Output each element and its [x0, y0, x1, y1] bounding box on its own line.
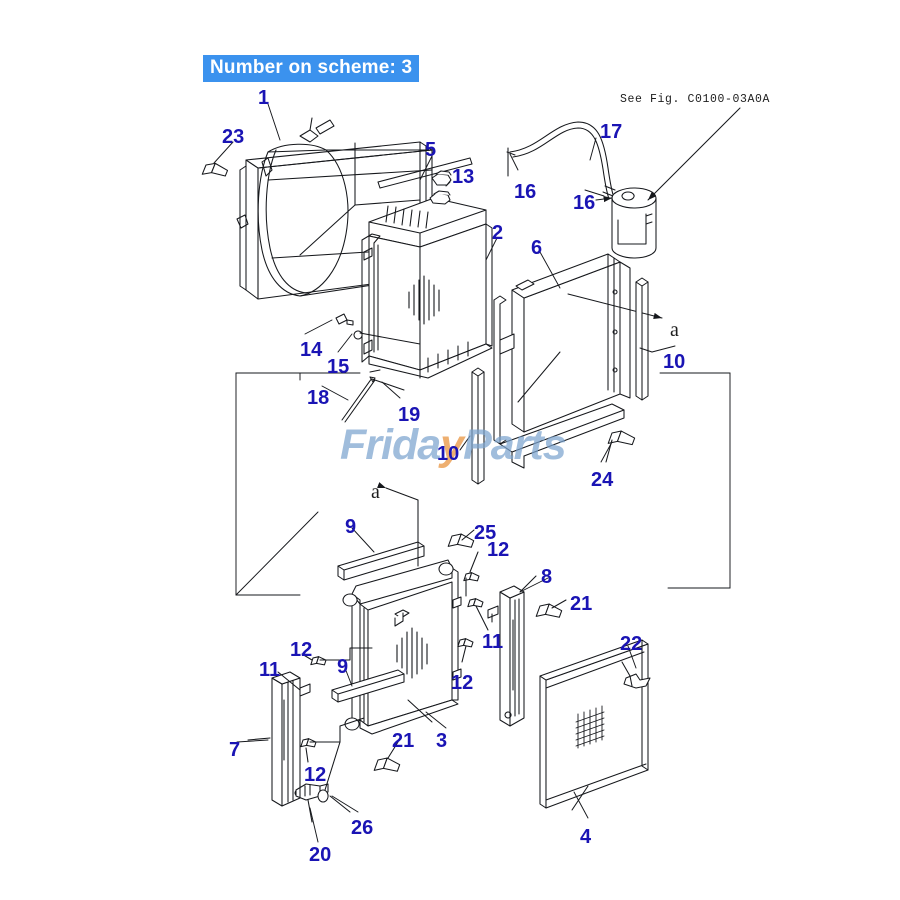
- part-clip-graphic: [621, 661, 651, 689]
- callout-a: a: [371, 481, 380, 503]
- callout-7: 7: [229, 739, 241, 761]
- part-bolt-24-graphic: [605, 430, 636, 463]
- background-guide-panels: [235, 372, 731, 596]
- callout-18: 18: [307, 387, 330, 409]
- callout-2: 2: [492, 222, 504, 244]
- part-rod-graphic: [377, 157, 473, 189]
- callout-21: 21: [392, 730, 415, 752]
- watermark-accent: y: [440, 421, 464, 469]
- part-plug-drain-graphic: [335, 313, 421, 345]
- callout-6: 6: [531, 237, 543, 259]
- callout-16: 16: [573, 192, 596, 214]
- callout-12: 12: [487, 539, 510, 561]
- callout-14: 14: [300, 339, 323, 361]
- callout-20: 20: [309, 844, 332, 866]
- part-radiator-graphic: [361, 190, 493, 379]
- part-mounting-frame-graphic: [493, 253, 663, 469]
- callout-11: 11: [482, 631, 504, 653]
- callout-12: 12: [290, 639, 313, 661]
- callout-23: 23: [222, 126, 245, 148]
- callout-17: 17: [600, 121, 623, 143]
- callout-1: 1: [258, 87, 270, 109]
- fridayparts-watermark: FridayParts: [340, 421, 567, 469]
- callout-leader-lines: [213, 103, 676, 843]
- callout-9: 9: [345, 516, 357, 538]
- callout-15: 15: [327, 356, 350, 378]
- part-reservoir-tank-graphic: [611, 107, 741, 259]
- callout-8: 8: [541, 566, 553, 588]
- part-oil-cooler-graphic: [342, 559, 462, 735]
- part-bolts-21-graphic: [373, 599, 567, 772]
- part-side-guard-left-graphic: [247, 671, 302, 807]
- part-washer-graphic: [317, 741, 351, 813]
- part-side-guard-right-graphic: [499, 575, 537, 727]
- callout-3: 3: [436, 730, 448, 752]
- part-seal-strip-2-graphic: [459, 367, 485, 485]
- reference-figure-note: See Fig. C0100-03A0A: [620, 93, 771, 106]
- part-bracket-11-graphic: [277, 605, 499, 697]
- callout-13: 13: [452, 166, 475, 188]
- callout-a: a: [670, 319, 679, 341]
- callout-12: 12: [451, 672, 474, 694]
- part-bolt-25-graphic: [447, 529, 475, 548]
- part-fan-shroud-graphic: [201, 117, 433, 300]
- callout-16: 16: [514, 181, 537, 203]
- part-seal-bar-lower-graphic: [331, 669, 405, 703]
- callout-22: 22: [620, 633, 643, 655]
- callout-10: 10: [663, 351, 686, 373]
- callout-a-arrow-lower: [377, 482, 419, 567]
- callout-21: 21: [570, 593, 593, 615]
- callout-9: 9: [337, 656, 349, 678]
- callout-10: 10: [437, 443, 460, 465]
- callout-4: 4: [580, 826, 592, 848]
- part-cap-nut-graphic: [431, 170, 452, 186]
- part-hose-graphic: [506, 121, 616, 203]
- callout-5: 5: [425, 139, 437, 161]
- callout-25: 25: [474, 522, 497, 544]
- watermark-part1: Frida: [340, 421, 441, 469]
- watermark-part2: Parts: [463, 421, 567, 469]
- part-screen-net-graphic: [539, 639, 649, 811]
- callout-11: 11: [259, 659, 281, 681]
- callout-24: 24: [591, 469, 614, 491]
- part-pins-graphic: [341, 369, 405, 423]
- part-seal-strip-graphic: [635, 277, 653, 401]
- callout-26: 26: [351, 817, 374, 839]
- scheme-number-banner: Number on scheme: 3: [203, 55, 420, 82]
- callout-12: 12: [304, 764, 327, 786]
- callout-19: 19: [398, 404, 421, 426]
- part-bolts-12-graphic: [300, 551, 489, 763]
